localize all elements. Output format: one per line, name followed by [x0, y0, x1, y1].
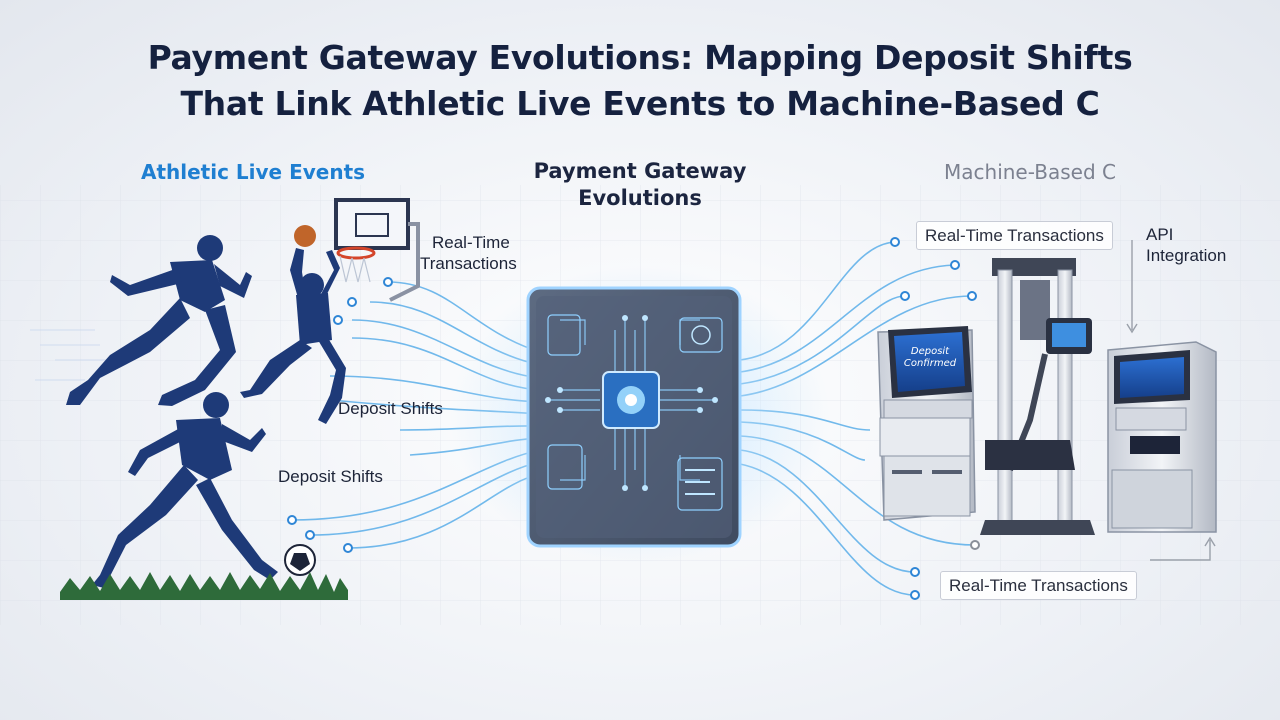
label-realtime-left-line2: Transactions	[420, 254, 517, 273]
right-flow-nodes	[890, 237, 980, 600]
fitness-machine	[980, 258, 1095, 535]
deposit-kiosk	[877, 326, 976, 521]
label-api-line2: Integration	[1146, 246, 1227, 265]
runner-athlete	[30, 235, 252, 406]
label-realtime-right-top: Real-Time Transactions	[916, 221, 1113, 250]
grass	[60, 572, 348, 600]
api-connector	[1126, 240, 1216, 561]
kiosk-screen-line1: Deposit	[910, 346, 950, 357]
label-api-line1: API	[1146, 225, 1174, 244]
atm-machine	[1107, 341, 1217, 533]
heading-payment-gateway-line2: Evolutions	[578, 186, 702, 210]
kiosk-screen-text: Deposit Confirmed	[898, 346, 962, 370]
heading-machine-based: Machine-Based C	[944, 160, 1116, 184]
heading-athletic-live-events: Athletic Live Events	[140, 160, 366, 184]
gateway-panel	[450, 265, 830, 565]
basketball-athlete	[240, 198, 420, 424]
label-deposit-shifts-upper: Deposit Shifts	[338, 399, 443, 418]
soccer-athlete	[92, 392, 316, 588]
label-api-integration: API Integration	[1146, 224, 1226, 266]
kiosk-screen-line2: Confirmed	[903, 358, 957, 369]
label-realtime-left-line1: Real-Time	[432, 233, 510, 252]
heading-payment-gateway-line1: Payment Gateway	[533, 159, 747, 183]
title-line-1: Payment Gateway Evolutions: Mapping Depo…	[147, 38, 1133, 77]
heading-payment-gateway: Payment Gateway Evolutions	[500, 158, 780, 212]
label-realtime-left: Real-Time Transactions	[420, 232, 517, 274]
title-line-2: That Link Athletic Live Events to Machin…	[180, 84, 1100, 123]
left-flow-nodes	[287, 277, 393, 553]
label-realtime-right-bottom: Real-Time Transactions	[940, 571, 1137, 600]
label-deposit-shifts-lower: Deposit Shifts	[278, 467, 383, 486]
